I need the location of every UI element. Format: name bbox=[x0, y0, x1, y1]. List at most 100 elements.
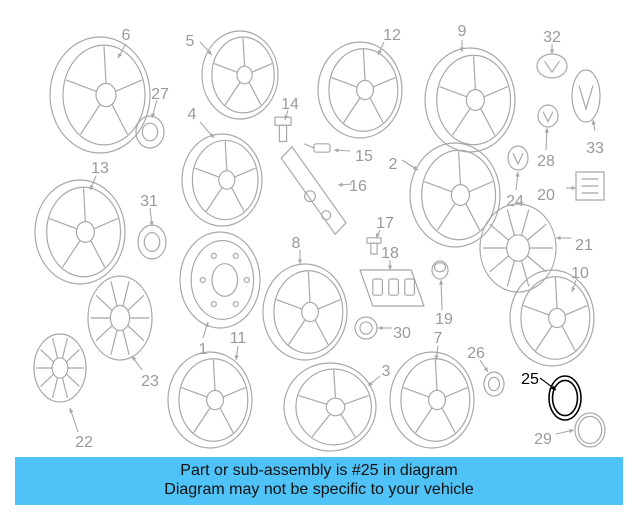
callout-label-27: 27 bbox=[151, 86, 169, 103]
part-11-wheel bbox=[168, 352, 252, 448]
callout-label-33: 33 bbox=[586, 140, 604, 157]
leader-arrow-12 bbox=[377, 50, 382, 55]
part-22-hubcap bbox=[34, 334, 86, 402]
part-6-wheel bbox=[50, 37, 150, 153]
callout-label-3: 3 bbox=[382, 363, 391, 380]
part-15-valve bbox=[304, 144, 330, 152]
info-banner: Part or sub-assembly is #25 in diagram D… bbox=[15, 457, 623, 505]
callout-label-5: 5 bbox=[186, 33, 195, 50]
part-4-wheel bbox=[182, 134, 262, 226]
leader-arrow-7 bbox=[434, 355, 439, 360]
callout-label-16: 16 bbox=[349, 178, 367, 195]
leader-arrow-20 bbox=[571, 185, 576, 191]
leader-arrow-16 bbox=[338, 182, 343, 187]
callout-label-24: 24 bbox=[506, 193, 524, 210]
callout-label-2: 2 bbox=[389, 156, 398, 173]
leader-arrow-9 bbox=[459, 47, 465, 52]
leader-arrow-2 bbox=[413, 165, 418, 170]
leader-arrow-28 bbox=[544, 128, 549, 133]
part-14-bolt bbox=[275, 117, 291, 141]
leader-arrow-29 bbox=[569, 428, 574, 434]
part-33-emblem bbox=[572, 70, 600, 122]
leader-arrow-17 bbox=[376, 233, 380, 238]
leader-arrow-22 bbox=[69, 408, 74, 413]
part-18-kit bbox=[360, 270, 424, 306]
leader-arrow-8 bbox=[297, 259, 303, 264]
callout-label-23: 23 bbox=[141, 373, 159, 390]
leader-arrow-4 bbox=[209, 133, 214, 138]
part-26-cap bbox=[484, 372, 504, 396]
callout-label-7: 7 bbox=[434, 330, 443, 347]
part-27-cap bbox=[136, 116, 164, 148]
leader-arrow-25 bbox=[551, 385, 556, 390]
leader-arrow-10 bbox=[571, 287, 576, 292]
callout-label-19: 19 bbox=[435, 311, 453, 328]
leader-arrow-13 bbox=[89, 185, 94, 190]
leader-arrow-6 bbox=[118, 53, 123, 58]
callout-label-26: 26 bbox=[467, 345, 485, 362]
leader-line-19 bbox=[440, 279, 443, 311]
callout-label-32: 32 bbox=[543, 29, 561, 46]
leader-arrow-33 bbox=[591, 120, 596, 125]
callout-label-20: 20 bbox=[537, 187, 555, 204]
callout-label-6: 6 bbox=[122, 27, 131, 44]
callout-label-9: 9 bbox=[458, 23, 467, 40]
callout-label-13: 13 bbox=[91, 160, 109, 177]
part-31-cap bbox=[138, 225, 166, 259]
callout-label-4: 4 bbox=[188, 106, 197, 123]
callout-label-31: 31 bbox=[140, 193, 158, 210]
leader-arrow-32 bbox=[549, 49, 555, 54]
part-17-bolt bbox=[367, 238, 381, 254]
part-20-label bbox=[576, 172, 604, 200]
part-28-emblem bbox=[538, 105, 558, 127]
callout-label-11: 11 bbox=[230, 330, 247, 347]
part-5-wheel bbox=[202, 31, 278, 119]
callout-label-15: 15 bbox=[355, 148, 373, 165]
leader-arrow-19 bbox=[438, 280, 444, 285]
callout-label-25: 25 bbox=[521, 371, 539, 388]
leader-arrow-1 bbox=[204, 322, 209, 327]
part-25-ring bbox=[549, 376, 581, 420]
part-24-emblem bbox=[508, 146, 528, 170]
callout-label-21: 21 bbox=[575, 237, 593, 254]
part-7-wheel bbox=[390, 352, 474, 448]
leader-arrow-15 bbox=[334, 148, 339, 153]
part-8-wheel bbox=[263, 264, 347, 360]
part-29-ring bbox=[575, 413, 605, 447]
callout-label-17: 17 bbox=[376, 215, 394, 232]
callout-label-30: 30 bbox=[393, 325, 411, 342]
callout-label-14: 14 bbox=[281, 96, 299, 113]
callout-label-29: 29 bbox=[534, 431, 552, 448]
callout-label-22: 22 bbox=[75, 434, 93, 451]
leader-arrow-24 bbox=[515, 172, 520, 177]
callout-label-10: 10 bbox=[571, 265, 589, 282]
banner-line-1: Part or sub-assembly is #25 in diagram bbox=[180, 462, 458, 479]
part-1-steelwheel bbox=[180, 232, 260, 328]
part-21-hubcap bbox=[480, 204, 556, 292]
leader-arrow-30 bbox=[378, 325, 383, 331]
leader-arrow-26 bbox=[483, 367, 488, 372]
callout-label-28: 28 bbox=[537, 153, 555, 170]
callout-label-18: 18 bbox=[381, 245, 399, 262]
leader-arrow-14 bbox=[284, 115, 289, 120]
leader-arrow-5 bbox=[207, 50, 212, 55]
part-3-wheel bbox=[284, 363, 376, 451]
banner-line-2: Diagram may not be specific to your vehi… bbox=[164, 481, 474, 498]
part-30-cap bbox=[355, 317, 377, 339]
leader-arrow-27 bbox=[151, 113, 156, 118]
leader-arrow-23 bbox=[132, 356, 137, 361]
part-10-wheel bbox=[510, 270, 594, 366]
leader-arrow-3 bbox=[368, 381, 373, 386]
leader-arrow-31 bbox=[149, 221, 154, 226]
leader-arrow-11 bbox=[234, 355, 239, 360]
part-19-nut bbox=[432, 261, 448, 279]
part-2-wheel bbox=[410, 143, 500, 247]
part-23-hubcap bbox=[88, 276, 152, 360]
part-13-wheel bbox=[35, 180, 125, 284]
callout-label-8: 8 bbox=[292, 235, 301, 252]
callout-label-12: 12 bbox=[383, 27, 401, 44]
part-9-wheel bbox=[425, 48, 515, 152]
part-16-sensor bbox=[281, 147, 346, 234]
